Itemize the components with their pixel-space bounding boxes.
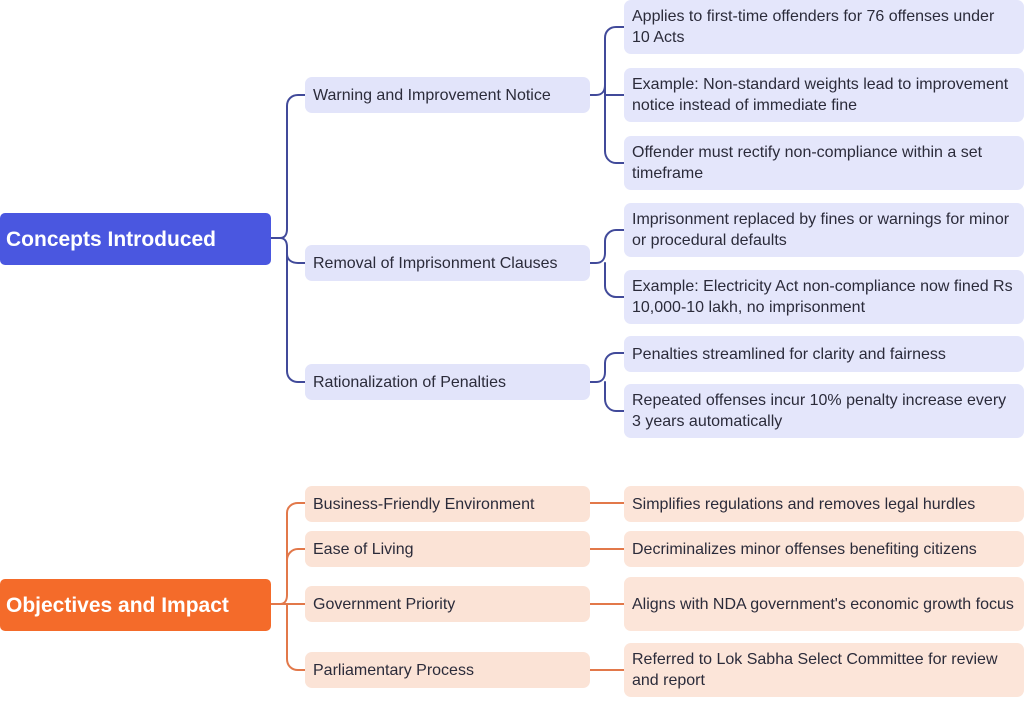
leaf-aligns-with-nda[interactable]: Aligns with NDA government's economic gr… [624, 577, 1024, 631]
leaf-rectify-non-compliance[interactable]: Offender must rectify non-compliance wit… [624, 136, 1024, 190]
root-objectives-and-impact[interactable]: Objectives and Impact [0, 579, 271, 631]
connector-root-objectives-2 [286, 548, 306, 561]
connector-branch-3 [589, 352, 625, 383]
leaf-simplifies-regulations[interactable]: Simplifies regulations and removes legal… [624, 486, 1024, 522]
branch-removal-imprisonment-clauses[interactable]: Removal of Imprisonment Clauses [305, 245, 590, 281]
branch-rationalization-penalties[interactable]: Rationalization of Penalties [305, 364, 590, 400]
leaf-electricity-act-example[interactable]: Example: Electricity Act non-compliance … [624, 270, 1024, 324]
connector-root-concepts [270, 94, 306, 239]
leaf-first-time-offenders[interactable]: Applies to first-time offenders for 76 o… [624, 0, 1024, 54]
leaf-penalties-streamlined[interactable]: Penalties streamlined for clarity and fa… [624, 336, 1024, 372]
branch-business-friendly-environment[interactable]: Business-Friendly Environment [305, 486, 590, 522]
branch-ease-of-living[interactable]: Ease of Living [305, 531, 590, 567]
connector-branch-3-b [604, 381, 625, 412]
connector-branch-2-b [604, 262, 625, 298]
branch-parliamentary-process[interactable]: Parliamentary Process [305, 652, 590, 688]
leaf-decriminalizes-minor-offenses[interactable]: Decriminalizes minor offenses benefiting… [624, 531, 1024, 567]
concepts-connectors [270, 26, 625, 412]
leaf-repeated-offenses[interactable]: Repeated offenses incur 10% penalty incr… [624, 384, 1024, 438]
connector-root-concepts-3 [286, 253, 306, 383]
branch-government-priority[interactable]: Government Priority [305, 586, 590, 622]
root-concepts-introduced[interactable]: Concepts Introduced [0, 213, 271, 265]
connector-branch-2 [589, 229, 625, 264]
leaf-non-standard-weights[interactable]: Example: Non-standard weights lead to im… [624, 68, 1024, 122]
connector-root-concepts-2 [279, 237, 306, 264]
connector-root-objectives-4 [286, 603, 306, 671]
branch-warning-improvement-notice[interactable]: Warning and Improvement Notice [305, 77, 590, 113]
connector-branch-1-c [604, 94, 625, 164]
leaf-imprisonment-replaced[interactable]: Imprisonment replaced by fines or warnin… [624, 203, 1024, 257]
connector-branch-1-b [604, 84, 625, 96]
leaf-referred-select-committee[interactable]: Referred to Lok Sabha Select Committee f… [624, 643, 1024, 697]
connector-branch-1 [589, 26, 625, 96]
objectives-connectors [270, 502, 625, 671]
